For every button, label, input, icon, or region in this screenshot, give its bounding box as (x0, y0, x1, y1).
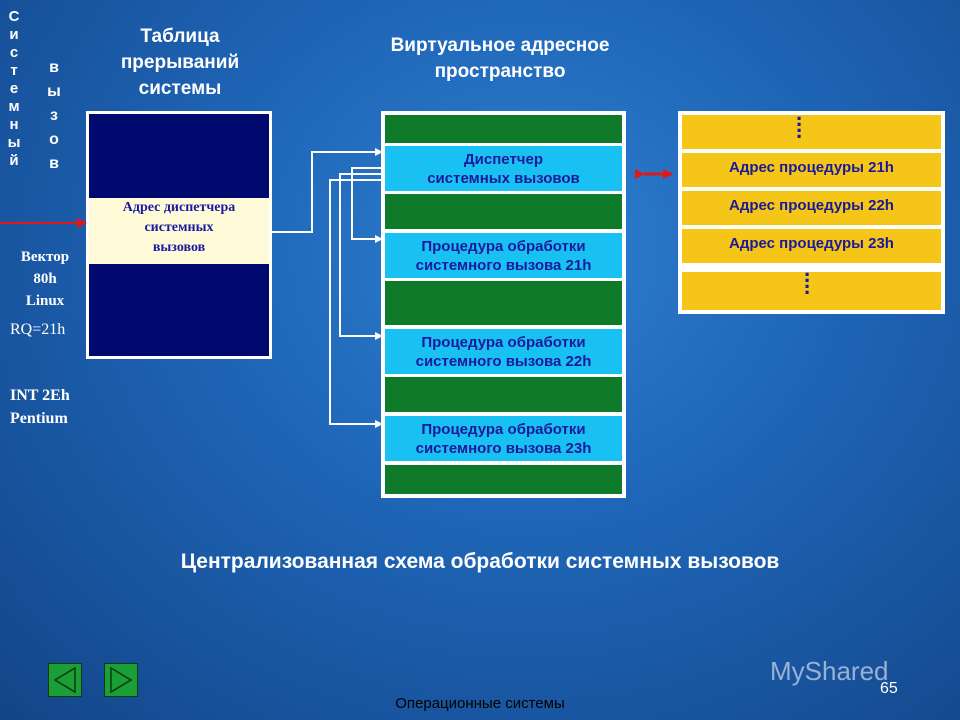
address-ellipsis-row (682, 115, 941, 149)
int-label: INT 2Eh Pentium (10, 387, 70, 427)
slide-title: Централизованная схема обработки системн… (180, 550, 780, 573)
address-row-23h: Адрес процедуры 23h (682, 229, 941, 263)
back-triangle-icon (53, 666, 76, 694)
green-segment (385, 465, 622, 494)
procedure-address-table: Адрес процедуры 21h Адрес процедуры 22h … (678, 111, 945, 314)
green-segment (385, 194, 622, 229)
footer-text: Операционные системы (395, 695, 565, 712)
interrupt-table: Адрес диспетчера системных вызовов (86, 111, 272, 359)
green-segment (385, 377, 622, 412)
bottom-ellipsis: ···· (804, 262, 812, 305)
dispatcher-block: Диспетчер системных вызовов (385, 146, 622, 191)
dispatcher-to-proc22-arrow (339, 173, 383, 340)
page-number: 65 (880, 680, 898, 697)
procedure-22h-block: Процедура обработки системного вызова 22… (385, 329, 622, 374)
address-row-21h: Адрес процедуры 21h (682, 153, 941, 187)
interrupt-table-upper-block (89, 114, 269, 198)
interrupt-table-lower-block (89, 264, 269, 356)
procedure-23h-block: Процедура обработки системного вызова 23… (385, 416, 622, 461)
watermark: MyShared (770, 656, 889, 686)
interrupt-table-heading: Таблица прерываний системы (120, 26, 240, 99)
back-button[interactable] (48, 663, 82, 697)
dispatcher-to-proc21-arrow (351, 167, 383, 243)
rq-label: RQ=21h (10, 321, 66, 338)
virtual-space-heading: Виртуальное адресное пространство (390, 35, 610, 82)
forward-triangle-icon (110, 666, 133, 694)
dispatcher-address-cell: Адрес диспетчера системных вызовов (89, 198, 269, 264)
procedure-21h-block: Процедура обработки системного вызова 21… (385, 233, 622, 278)
address-ellipsis-row (682, 272, 941, 310)
green-segment (385, 115, 622, 143)
forward-button[interactable] (104, 663, 138, 697)
virtual-address-space: Диспетчер системных вызовов Процедура об… (381, 111, 626, 498)
top-ellipsis: ···· (796, 106, 804, 149)
green-segment (385, 281, 622, 325)
dispatcher-to-virtual-arrow (272, 148, 383, 233)
vector-label: Вектор 80h Linux (20, 249, 70, 309)
dispatcher-to-proc23-arrow (329, 179, 383, 428)
address-row-22h: Адрес процедуры 22h (682, 191, 941, 225)
